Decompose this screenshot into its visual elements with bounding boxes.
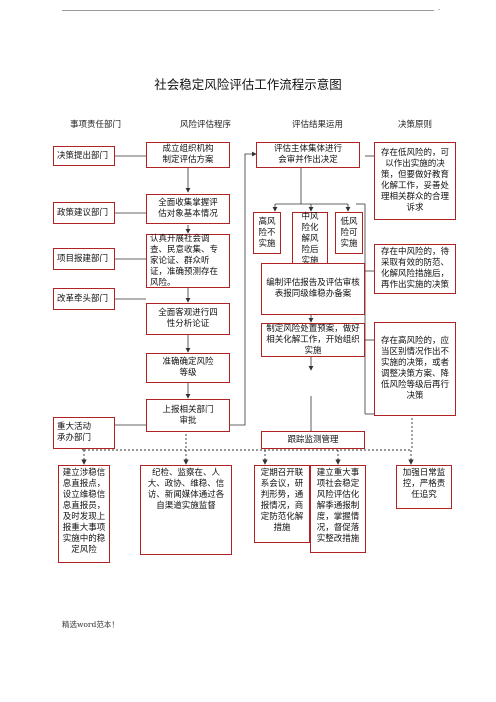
procedure-step-grade: 准确确定风险 等级 bbox=[146, 353, 230, 383]
procedure-step-approve: 上报相关部门 审批 bbox=[146, 399, 230, 432]
header-dot: . bbox=[438, 4, 441, 12]
result-plan: 制定风险处置预案，做好相关化解工作，开始组织实施 bbox=[261, 323, 365, 357]
measure-supervision: 纪检、监察在、人大、政协、维稳、信访、新闻媒体通过各自渠道实施监督 bbox=[140, 465, 232, 555]
result-collective-review: 评估主体集体进行 会审并作出决定 bbox=[256, 142, 360, 168]
footer-note: 精选word范本！ bbox=[62, 620, 119, 629]
procedure-step-collect: 全面收集掌握评 估对象基本情况 bbox=[146, 194, 230, 224]
column-header-results: 评估结果运用 bbox=[292, 120, 344, 130]
procedure-step-survey: 认真开展社会调查、民意收集、专家论证、群众听证，准确预测存在风险。 bbox=[146, 234, 230, 288]
department-project: 项目报建部门 bbox=[53, 248, 115, 270]
principle-low-risk: 存在低风险的，可以作出实施的决策，但要做好教育化解工作，妥善处理相关群众的合理诉… bbox=[374, 142, 456, 220]
result-report: 编制评估报告及评估审核表报同级维稳办备案 bbox=[261, 263, 365, 315]
column-header-procedure: 风险评估程序 bbox=[180, 120, 232, 130]
page-title: 社会稳定风险评估工作流程示意图 bbox=[154, 77, 342, 92]
measure-monitoring: 加强日常监控，严格责任追究 bbox=[396, 465, 452, 509]
measure-joint-meeting: 定期召开联系会议，研判形势，通报情况，商定防范化解措施 bbox=[254, 465, 310, 543]
header-rule bbox=[62, 10, 434, 11]
department-event: 重大活动 承办部门 bbox=[53, 417, 115, 449]
principle-mid-risk: 存在中风险的，待采取有效的防范、化解风险措施后，再作出实施的决策 bbox=[374, 244, 456, 294]
principle-high-risk: 存在高风险的，应当区别情况作出不实施的决策，或者调整决策方案、降低风险等级后再行… bbox=[374, 322, 456, 416]
department-decision: 决策提出部门 bbox=[53, 146, 115, 166]
column-header-principles: 决策原则 bbox=[398, 120, 433, 130]
result-high-risk: 高风 险不 实施 bbox=[253, 212, 281, 254]
procedure-step-analysis: 全面客观进行四 性分析论证 bbox=[146, 303, 230, 335]
result-monitor: 跟踪监测管理 bbox=[261, 431, 365, 449]
column-header-departments: 事项责任部门 bbox=[70, 120, 122, 130]
measure-quarterly-report: 建立重大事项社会稳定风险评估化解季通报制度，掌握情况，督促落实整改措施 bbox=[310, 465, 366, 553]
result-mid-risk: 中风 险化 解风 险后 实施 bbox=[292, 212, 328, 266]
measure-info-report: 建立涉稳信息直报点，设立维稳信息直报员，及时发现上报重大事项实施中的稳定风险 bbox=[58, 465, 110, 563]
procedure-step-organize: 成立组织机构 制定评估方案 bbox=[146, 142, 230, 168]
department-policy: 政策建议部门 bbox=[53, 202, 115, 224]
department-reform: 改革牵头部门 bbox=[53, 288, 115, 310]
result-low-risk: 低风 险可 实施 bbox=[335, 212, 363, 254]
